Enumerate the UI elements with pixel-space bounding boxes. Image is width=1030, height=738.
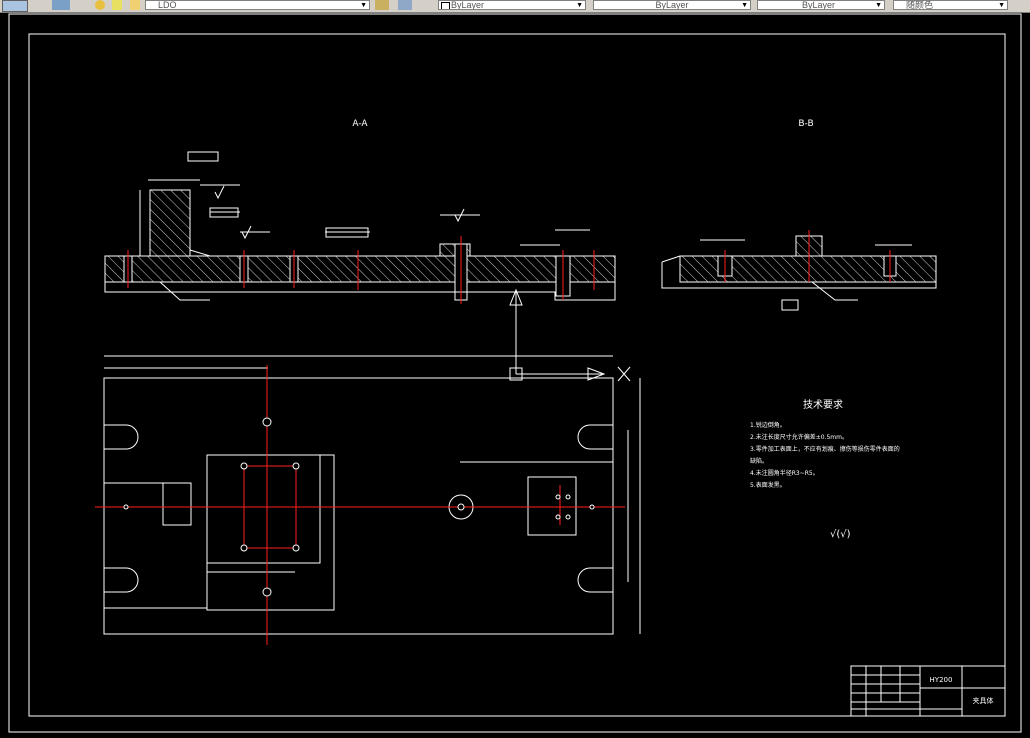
aa-surface-symbol-3 <box>454 208 465 223</box>
lineweight-value: ByLayer <box>802 0 836 10</box>
layer-on-off-icon[interactable] <box>95 0 105 10</box>
aa-outline <box>104 189 616 301</box>
section-aa-view <box>104 151 616 301</box>
pin-hole-1 <box>555 494 561 500</box>
color-swatch-icon <box>441 2 450 9</box>
technical-requirements: 技术要求 1.锐边倒角。 2.未注长度尺寸允许偏差±0.5mm。 3.零件加工表… <box>750 398 900 540</box>
chevron-down-icon: ▼ <box>360 2 367 9</box>
bolt-hole-4 <box>292 544 300 552</box>
plotstyle-dropdown[interactable]: 随颜色 ▼ <box>893 0 1008 10</box>
plan-holes <box>123 417 595 597</box>
bolt-pattern-rect <box>243 465 297 549</box>
chevron-down-icon: ▼ <box>998 2 1005 9</box>
aa-upright-hatch <box>149 189 191 257</box>
layer-value: LDO <box>158 0 177 10</box>
ucs-icon <box>509 288 631 382</box>
aa-tolerance-frame-1 <box>187 151 219 162</box>
plan-view <box>103 355 641 635</box>
center-pad-inner <box>206 454 321 564</box>
lineweight-dropdown[interactable]: ByLayer ▼ <box>757 0 885 10</box>
linetype-value: ByLayer <box>655 0 689 10</box>
inner-frame <box>28 33 1006 717</box>
tech-req-title: 技术要求 <box>803 398 843 411</box>
aa-tolerance-frame-3 <box>325 227 369 238</box>
tech-req-item: 1.锐边倒角。 <box>750 421 786 429</box>
plan-centerlines <box>95 365 625 645</box>
hole-top <box>262 417 272 427</box>
section-bb-label: B-B <box>798 119 813 129</box>
hole-bottom <box>262 587 272 597</box>
tech-req-item: 3.零件加工表面上，不应有划痕、擦伤等损伤零件表面的 <box>750 445 900 453</box>
make-current-icon[interactable] <box>375 0 389 10</box>
pin-hole-2 <box>565 494 571 500</box>
hole-left-end <box>123 504 129 510</box>
bb-centerlines <box>724 230 891 282</box>
pin-hole-4 <box>565 514 571 520</box>
section-aa-label: A-A <box>352 119 368 129</box>
slot-top-right <box>577 424 613 450</box>
drawing-number: HY200 <box>930 676 953 684</box>
ucs-x-mark-b <box>617 366 631 382</box>
drawing-canvas[interactable]: A-A B-B <box>0 12 1030 738</box>
bb-leader-bottom <box>811 281 858 301</box>
pin-hole-3 <box>555 514 561 520</box>
locating-block-right <box>527 476 577 536</box>
layer-manager-icon[interactable] <box>2 0 28 12</box>
bb-outline <box>661 255 937 289</box>
slot-bottom-left <box>104 567 139 593</box>
bolt-hole-2 <box>292 462 300 470</box>
surface-roughness-symbol: √(√) <box>830 529 851 540</box>
layer-freeze-icon[interactable] <box>112 0 122 10</box>
center-pad-outer <box>206 454 335 611</box>
layer-previous-icon[interactable] <box>398 0 412 10</box>
bb-dim-box <box>781 299 799 311</box>
slot-bottom-right <box>577 567 613 593</box>
boss-center-hole <box>457 503 465 511</box>
toolbar: LDO ▼ ByLayer ▼ ByLayer ▼ ByLayer ▼ 随颜色 … <box>0 0 1030 13</box>
tech-req-item: 缺陷。 <box>750 457 768 465</box>
tech-req-item: 4.未注圆角半径R3~R5。 <box>750 469 819 477</box>
plan-outline <box>103 377 614 635</box>
aa-base-hatch <box>104 255 616 283</box>
chevron-down-icon: ▼ <box>875 2 882 9</box>
color-value: ByLayer <box>451 0 485 10</box>
bolt-hole-1 <box>240 462 248 470</box>
title-block: HY200 夹具体 <box>850 665 1006 717</box>
title-block-frame <box>850 665 1006 717</box>
tech-req-item: 2.未注长度尺寸允许偏差±0.5mm。 <box>750 433 848 441</box>
layer-lock-icon[interactable] <box>130 0 140 10</box>
bolt-hole-3 <box>240 544 248 552</box>
ucs-origin-box <box>509 367 523 381</box>
chevron-down-icon: ▼ <box>576 2 583 9</box>
aa-leader-bottom <box>159 281 210 301</box>
aa-centerlines <box>127 236 595 304</box>
aa-tolerance-frame-2 <box>209 207 239 218</box>
color-dropdown[interactable]: ByLayer ▼ <box>438 0 586 10</box>
outer-frame <box>8 13 1022 733</box>
ucs-y-arrow <box>509 288 523 306</box>
aa-surface-symbol-2 <box>241 225 252 240</box>
linetype-dropdown[interactable]: ByLayer ▼ <box>593 0 751 10</box>
slot-top-left <box>104 424 139 450</box>
layer-state-icon[interactable] <box>52 0 70 10</box>
chevron-down-icon: ▼ <box>741 2 748 9</box>
part-name: 夹具体 <box>973 696 994 705</box>
aa-surface-symbol-1 <box>214 185 225 200</box>
section-bb-view <box>661 235 937 311</box>
layer-dropdown[interactable]: LDO ▼ <box>145 0 370 10</box>
hole-right-end <box>589 504 595 510</box>
locating-block-left <box>162 482 192 526</box>
tech-req-item: 5.表面发黑。 <box>750 481 786 489</box>
plotstyle-value: 随颜色 <box>906 0 934 10</box>
ucs-x-arrow <box>587 367 606 381</box>
